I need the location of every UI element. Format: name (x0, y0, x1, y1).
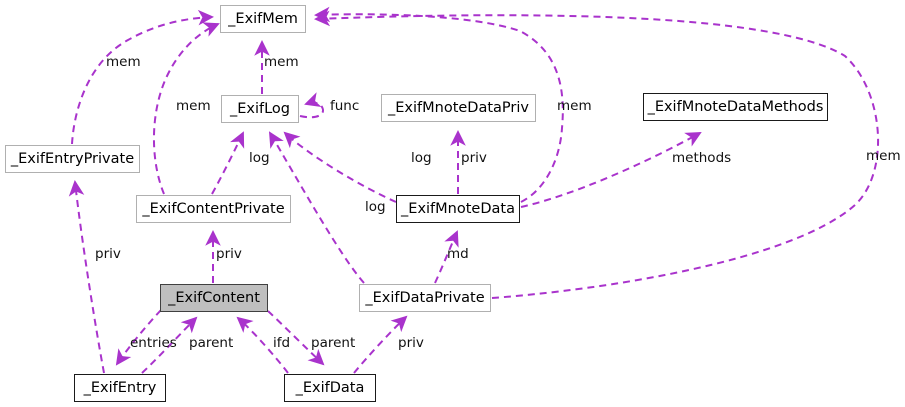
node-exif-mnote-data-methods[interactable]: _ExifMnoteDataMethods (643, 93, 828, 121)
edge-label-func: func (330, 98, 360, 114)
edge-exifdataprivate-exifmnotedata (434, 230, 459, 284)
edge-label-parent: parent (311, 335, 356, 351)
node-exif-entry[interactable]: _ExifEntry (74, 374, 166, 402)
edge-label-methods: methods (672, 150, 732, 166)
edge-label-mem: mem (106, 54, 141, 70)
edge-label-mem: mem (866, 148, 901, 164)
node-exif-log[interactable]: _ExifLog (221, 95, 299, 123)
edge-label-ifd: ifd (273, 335, 291, 351)
edge-exifmnotedata-exifmem (314, 6, 564, 203)
edge-label-mem: mem (176, 98, 211, 114)
edge-exifdataprivate-exifmem (314, 10, 880, 299)
node-exif-mnote-data[interactable]: _ExifMnoteData (396, 195, 520, 223)
edge-label-log: log (249, 150, 270, 166)
edge-label-log: log (365, 199, 386, 215)
edge-label-mem: mem (264, 54, 299, 70)
edge-label-priv: priv (398, 335, 424, 351)
edge-exifmnotedata-exiflog (283, 131, 397, 203)
edge-exifcontentprivate-exiflog (211, 131, 245, 195)
edge-exifentryprivate-exifmem (71, 9, 214, 145)
edge-exifentry-exifentryprivate (68, 180, 105, 374)
edge-label-parent: parent (189, 335, 234, 351)
edge-label-entries: entries (130, 335, 177, 351)
edge-label-log: log (411, 150, 432, 166)
edge-exifdata-exifdataprivate (353, 315, 408, 374)
node-exif-mnote-data-priv[interactable]: _ExifMnoteDataPriv (381, 94, 536, 122)
edge-exifentry-exifcontent (141, 316, 198, 374)
node-exif-entry-private[interactable]: _ExifEntryPrivate (5, 145, 140, 173)
node-exif-mem[interactable]: _ExifMem (220, 5, 306, 33)
node-exif-data[interactable]: _ExifData (284, 374, 376, 402)
edge-exiflog-self-func (299, 92, 324, 119)
edge-label-priv: priv (95, 246, 121, 262)
edge-exifdataprivate-exiflog (268, 131, 365, 284)
edge-exifcontent-exifentry (115, 309, 162, 366)
edge-label-priv: priv (461, 150, 487, 166)
edge-exifdata-exifcontent (236, 316, 289, 374)
edge-label-mem: mem (557, 98, 592, 114)
edge-label-md: md (447, 246, 469, 262)
node-exif-content[interactable]: _ExifContent (160, 284, 268, 312)
edge-label-priv: priv (216, 246, 242, 262)
edge-exifmnotedata-exifmnotedatamethods (520, 132, 702, 208)
edge-exifcontentprivate-exifmem (153, 22, 220, 195)
node-exif-data-private[interactable]: _ExifDataPrivate (359, 284, 491, 312)
edge-exifcontent-exifdata (267, 310, 325, 366)
node-exif-content-private[interactable]: _ExifContentPrivate (136, 195, 291, 223)
